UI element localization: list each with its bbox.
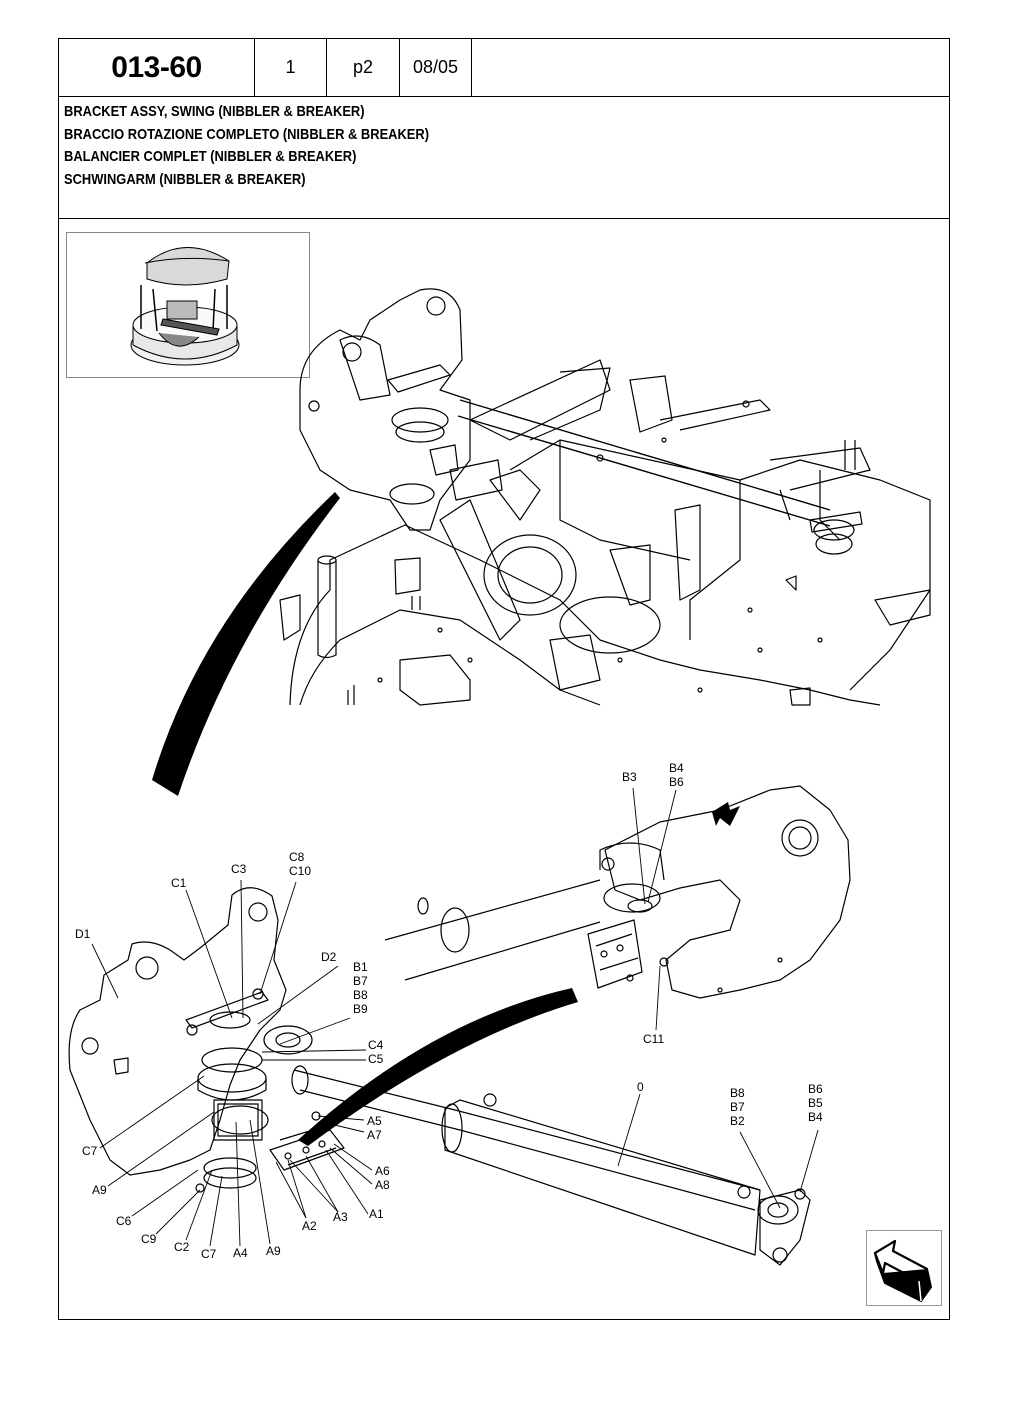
callout-a9-left: A9 (92, 1183, 107, 1197)
title-french: BALANCIER COMPLET (NIBBLER & BREAKER) (64, 148, 357, 165)
callout-d2: D2 (321, 950, 337, 964)
callout-b8-b7-b2: B8 B7 B2 (730, 1086, 745, 1128)
callout-a1: A1 (369, 1207, 384, 1221)
callout-c11: C11 (643, 1032, 665, 1046)
callout-c9: C9 (141, 1232, 157, 1246)
callout-a5-a7: A5 A7 (367, 1114, 382, 1142)
callout-c7-left: C7 (82, 1144, 98, 1158)
page-frame (58, 38, 950, 1320)
callout-c6: C6 (116, 1214, 132, 1228)
title-german: SCHWINGARM (NIBBLER & BREAKER) (64, 170, 306, 188)
callout-c7-bottom: C7 (201, 1247, 217, 1261)
callout-c2: C2 (174, 1240, 190, 1254)
callout-b6-b5-b4: B6 B5 B4 (808, 1082, 823, 1124)
callout-b1-b7-b8-b9: B1 B7 B8 B9 (353, 960, 368, 1016)
callout-a2: A2 (302, 1219, 317, 1233)
callout-a4: A4 (233, 1246, 248, 1260)
callout-0: 0 (637, 1080, 644, 1094)
callout-a9-bottom: A9 (266, 1244, 281, 1258)
callout-b4-b6: B4 B6 (669, 761, 684, 789)
callout-c8-c10: C8 C10 (289, 850, 312, 878)
title-italian: BRACCIO ROTAZIONE COMPLETO (NIBBLER & BR… (64, 125, 430, 143)
callout-c1: C1 (171, 876, 187, 890)
callout-c3: C3 (231, 862, 247, 876)
callout-d1: D1 (75, 927, 91, 941)
callout-c4-c5: C4 C5 (368, 1038, 384, 1066)
next-page-button[interactable] (866, 1230, 942, 1306)
title-block: BRACKET ASSY, SWING (NIBBLER & BREAKER) … (58, 96, 950, 219)
callout-a6-a8: A6 A8 (375, 1164, 390, 1192)
excavator-thumbnail-icon (130, 247, 240, 366)
title-english: BRACKET ASSY, SWING (NIBBLER & BREAKER) (64, 103, 365, 120)
callout-a3: A3 (333, 1210, 348, 1224)
callout-b3: B3 (622, 770, 637, 784)
machine-overview-thumbnail (66, 232, 310, 378)
next-page-arrow-icon (873, 1239, 932, 1302)
